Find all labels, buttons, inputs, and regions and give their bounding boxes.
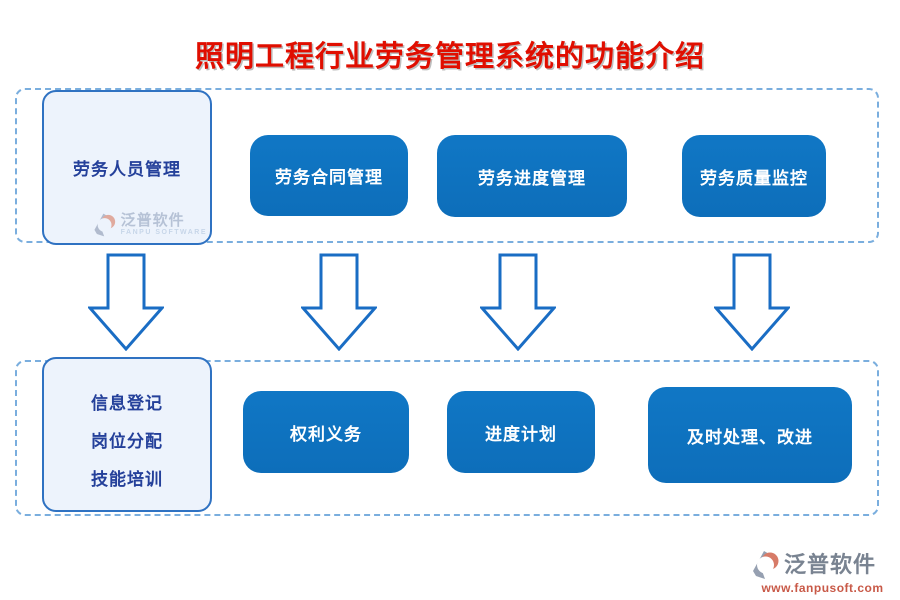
function-box-label: 及时处理、改进 <box>687 427 813 447</box>
footer-brand-name: 泛普软件 <box>784 552 877 577</box>
down-arrow-icon <box>714 253 790 351</box>
side-box-labor-personnel: 劳务人员管理 泛普软件 FANPU SOFTWARE <box>42 90 212 245</box>
side-box-personnel-details: 信息登记 岗位分配 技能培训 <box>42 357 212 512</box>
fanpu-logo-icon <box>94 213 115 237</box>
side-box-line: 岗位分配 <box>91 432 163 451</box>
down-arrow-icon <box>480 253 556 351</box>
function-box-progress-plan: 进度计划 <box>447 391 595 473</box>
side-box-line: 技能培训 <box>91 470 163 489</box>
function-box-rights-obligations: 权利义务 <box>243 391 409 473</box>
watermark-text: 泛普软件 FANPU SOFTWARE <box>121 213 207 237</box>
footer-brand-row: 泛普软件 <box>750 549 895 581</box>
watermark-brand: 泛普软件 <box>120 212 185 229</box>
function-box-labor-progress: 劳务进度管理 <box>437 135 627 217</box>
side-box-label: 劳务人员管理 <box>73 160 181 179</box>
watermark-brand-en: FANPU SOFTWARE <box>120 229 207 236</box>
footer-brand-url: www.fanpusoft.com <box>761 581 884 595</box>
function-box-timely-handling: 及时处理、改进 <box>648 387 852 483</box>
function-box-label: 劳务进度管理 <box>478 168 586 188</box>
function-box-label: 劳务合同管理 <box>275 168 383 187</box>
down-arrow-icon <box>301 253 377 351</box>
watermark: 泛普软件 FANPU SOFTWARE <box>92 212 207 238</box>
function-box-labor-contract: 劳务合同管理 <box>250 135 408 216</box>
side-box-lines: 信息登记 岗位分配 技能培训 <box>44 359 210 499</box>
function-box-label: 权利义务 <box>290 424 362 444</box>
page-title: 照明工程行业劳务管理系统的功能介绍 <box>194 41 705 73</box>
down-arrow-icon <box>88 253 164 351</box>
function-box-label: 劳务质量监控 <box>700 168 808 188</box>
fanpu-logo-icon <box>753 551 779 579</box>
function-box-labor-quality: 劳务质量监控 <box>682 135 826 217</box>
footer-brand-logo: 泛普软件 www.fanpusoft.com <box>750 549 895 595</box>
function-box-label: 进度计划 <box>485 424 557 444</box>
side-box-line: 信息登记 <box>91 394 163 413</box>
